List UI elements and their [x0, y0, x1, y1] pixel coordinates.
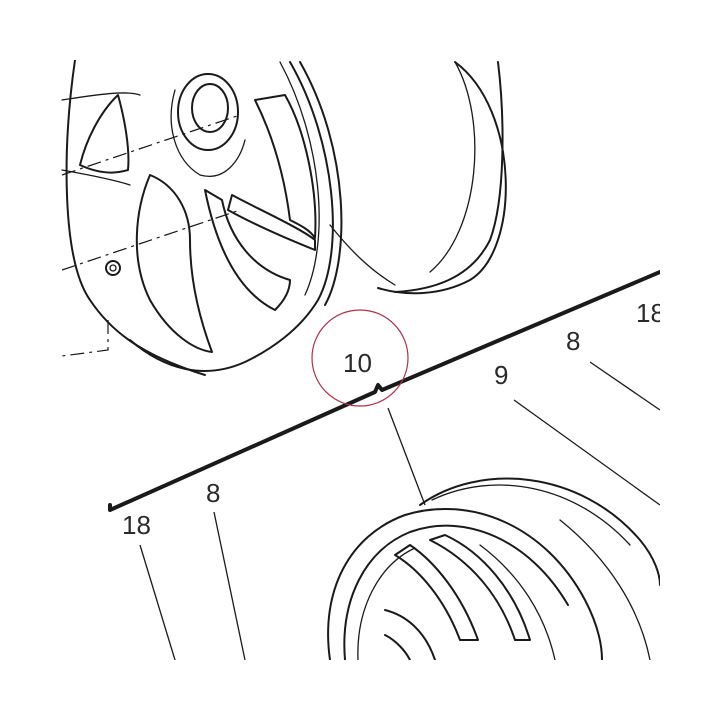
lower-spoke-1	[394, 544, 479, 641]
upper-rim-outer	[129, 61, 334, 372]
upper-tyre-outer	[377, 61, 507, 295]
lower-rim-outer	[327, 507, 603, 660]
lower-tyre-inner	[431, 484, 631, 546]
upper-hub-flange	[170, 89, 246, 177]
leader-18-lower	[139, 544, 176, 660]
upper-valve-inner	[109, 264, 117, 272]
callout-10-highlight-ring	[311, 309, 409, 407]
callout-8-lower: 8	[206, 478, 220, 508]
lower-spoke-2	[429, 534, 531, 641]
upper-rim-face-edge	[65, 60, 206, 376]
upper-spoke-2	[135, 174, 213, 353]
upper-axis-line-1	[61, 114, 241, 176]
leader-8-lower	[213, 511, 246, 660]
upper-axis-line-2	[61, 209, 241, 271]
lower-wheel-assembly	[327, 477, 660, 660]
separator-line	[108, 270, 660, 512]
leader-9	[513, 399, 660, 506]
lower-tyre-wall	[559, 519, 651, 660]
lower-tyre-outer	[419, 477, 660, 586]
callout-9: 9	[494, 360, 508, 390]
callout-18-lower: 18	[122, 510, 151, 540]
upper-rim-lip-inner	[279, 61, 320, 296]
leader-10	[387, 407, 426, 506]
upper-wheel-assembly	[61, 60, 507, 376]
upper-hub-outer	[177, 73, 239, 151]
upper-spoke-1	[204, 189, 291, 311]
upper-bead-line	[329, 224, 396, 286]
upper-spoke-5	[227, 194, 316, 251]
lower-rim-lip	[343, 524, 569, 660]
callout-10: 10	[343, 348, 372, 378]
upper-valve	[105, 260, 121, 276]
leader-8-upper	[589, 361, 660, 411]
upper-spoke-4	[254, 94, 317, 239]
upper-axis-line-3	[61, 320, 109, 357]
callout-labels: 10 9 8 18 18 8	[122, 298, 665, 540]
upper-rim-lip	[299, 61, 343, 306]
upper-spoke-3	[79, 94, 130, 174]
lower-spoke-5	[479, 544, 556, 660]
upper-spoke-7	[61, 169, 131, 186]
callout-18-upper: 18	[636, 298, 665, 328]
upper-spoke-6	[61, 92, 141, 101]
lower-spoke-3	[384, 609, 436, 660]
lower-rim-lip-inner	[357, 547, 416, 660]
callout-8-upper: 8	[566, 326, 580, 356]
leader-lines	[139, 361, 660, 660]
upper-hub-inner	[191, 83, 229, 133]
upper-tyre-back	[394, 61, 504, 293]
lower-spoke-4	[384, 634, 411, 660]
upper-tyre-inner	[429, 61, 476, 273]
